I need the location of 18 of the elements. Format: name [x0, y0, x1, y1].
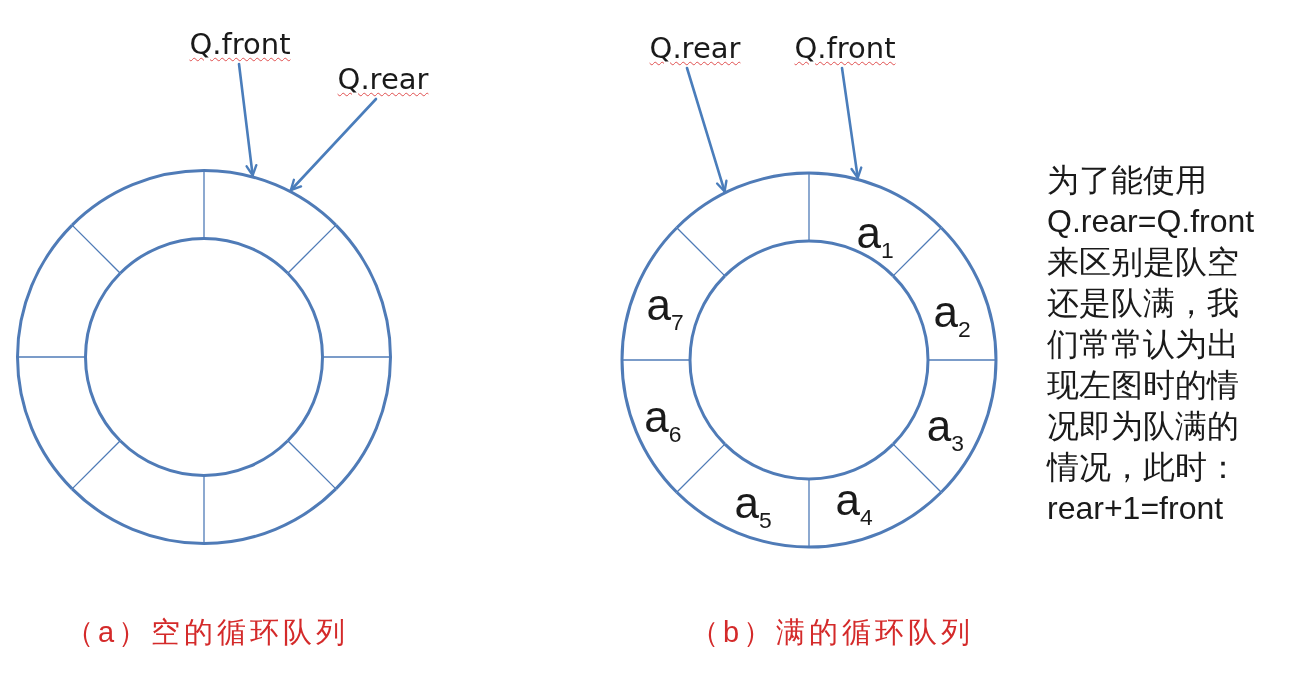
arrow — [237, 62, 258, 177]
element-label: a$_{7}$ — [646, 282, 684, 334]
pointer-label: Q.front — [189, 30, 291, 64]
figure-caption: （b）满的循环队列 — [690, 617, 975, 647]
note-text: 为了能使用Q.rear=Q.front来区别是队空还是队满，我们常常认为出现左图时的情况即为队满的情况，此时：rear+1=front — [1047, 161, 1256, 528]
pointer-label: Q.front — [794, 34, 896, 68]
element-label: a$_{5}$ — [734, 480, 772, 532]
pointer-label: Q.rear — [337, 65, 429, 99]
figure-caption: （a）空的循环队列 — [65, 617, 350, 647]
arrow — [289, 97, 378, 192]
element-label: a$_{1}$ — [856, 210, 894, 261]
element-label: a$_{6}$ — [644, 394, 682, 446]
element-label: a$_{3}$ — [926, 404, 964, 455]
arrow — [685, 66, 728, 193]
arrow — [840, 66, 863, 180]
element-label: a$_{2}$ — [933, 289, 971, 341]
element-label: a$_{4}$ — [835, 477, 873, 529]
pointer-label: Q.rear — [649, 34, 741, 68]
